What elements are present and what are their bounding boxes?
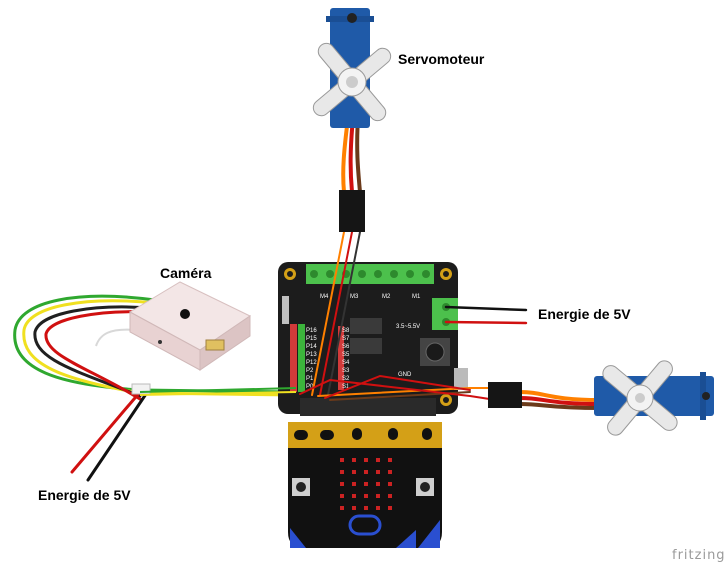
edge-label-2: 2 — [355, 433, 359, 439]
edge-label-3v: 3V — [322, 433, 329, 439]
pin-p2: P2 — [306, 368, 314, 374]
motor-label-m3: M3 — [350, 294, 359, 300]
fritzing-watermark: fritzing — [672, 548, 725, 563]
servo-pin-s6: S6 — [342, 344, 350, 350]
servo-pin-s4: S4 — [342, 360, 350, 366]
top-servo-connector — [339, 190, 365, 232]
servo-label: Servomoteur — [398, 51, 485, 67]
camera-label: Caméra — [160, 265, 212, 281]
power-wires-right — [444, 305, 528, 325]
pin-p14: P14 — [306, 344, 317, 350]
camera-module — [128, 281, 251, 371]
edge-label-gnd: GND — [294, 433, 308, 439]
voltage-label: 3.5~5.5V — [396, 324, 420, 330]
motor-label-m2: M2 — [382, 294, 391, 300]
edge-label-1: 1 — [391, 433, 395, 439]
servo-pin-s7: S7 — [342, 336, 350, 342]
servo-pin-s8: S8 — [342, 328, 350, 334]
gnd-label: GND — [398, 372, 412, 378]
pin-p1: P1 — [306, 376, 314, 382]
power-label-left: Energie de 5V — [38, 487, 131, 503]
power-wires-left — [70, 390, 148, 482]
top-servo — [312, 8, 392, 128]
right-servo — [594, 360, 714, 436]
servo-pin-s3: S3 — [342, 368, 350, 374]
pin-p16: P16 — [306, 328, 317, 334]
servo-pin-s2: S2 — [342, 376, 350, 382]
pin-p0: P0 — [306, 384, 314, 390]
servo-pin-s5: S5 — [342, 352, 350, 358]
motor-label-m1: M1 — [412, 294, 421, 300]
microbit — [288, 422, 442, 548]
edge-label-0: 0 — [425, 433, 429, 439]
servo-pin-s1: S1 — [342, 384, 350, 390]
pin-p12: P12 — [306, 360, 317, 366]
camera-cable — [13, 294, 297, 401]
right-servo-cable — [299, 374, 602, 410]
pin-p13: P13 — [306, 352, 317, 358]
motor-label-m4: M4 — [320, 294, 329, 300]
camera-antenna — [95, 328, 136, 347]
power-label-right: Energie de 5V — [538, 306, 631, 322]
right-servo-connector — [488, 382, 522, 408]
pin-p15: P15 — [306, 336, 317, 342]
camera-board-wires — [139, 387, 297, 396]
